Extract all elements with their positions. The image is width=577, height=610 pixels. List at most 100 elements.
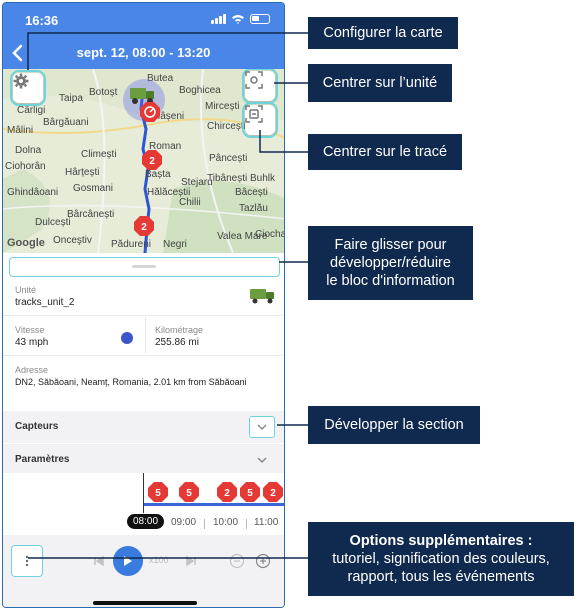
grip-bar	[132, 265, 156, 268]
chevron-down-icon	[257, 424, 267, 431]
place-label: Dolna	[15, 145, 42, 156]
speed-value: 43 mph	[15, 337, 49, 348]
truck-icon	[250, 289, 274, 304]
timeline-marker-count: 2	[224, 488, 230, 499]
more-options-button[interactable]	[11, 545, 43, 577]
event-marker[interactable]: 2	[133, 215, 155, 237]
status-time: 16:36	[25, 13, 59, 28]
callout-text: tutoriel, signification des couleurs,	[332, 551, 550, 567]
chevron-down-icon	[257, 457, 267, 464]
expand-sensors-button[interactable]	[249, 416, 275, 438]
address-value: DN2, Săbăoani, Neamț, Romania, 2.01 km f…	[15, 377, 247, 387]
playback-speed[interactable]: x100	[149, 555, 169, 565]
place-label: Bâcești	[235, 187, 268, 198]
place-label: Tibânești Buhlk	[207, 173, 275, 184]
place-label: Chircești	[207, 121, 246, 132]
play-icon	[124, 556, 132, 566]
place-label: Taipa	[59, 93, 83, 104]
truck-icon[interactable]	[129, 85, 157, 105]
callout-drag-info: Faire glisser pour développer/réduire le…	[308, 226, 473, 300]
battery-icon	[250, 14, 270, 24]
place-label: Ciochani	[255, 229, 284, 240]
callout-text: le bloc d'information	[326, 273, 455, 289]
timeline-event-marker[interactable]: 2	[216, 481, 238, 503]
place-label: Ghindâoani	[7, 187, 59, 198]
info-drag-handle[interactable]	[9, 257, 280, 277]
timeline-event-marker[interactable]: 5	[147, 481, 169, 503]
callout-text: rapport, tous les événements	[347, 569, 535, 585]
place-label: Butea	[147, 73, 174, 84]
place-label: Hârțești	[65, 167, 100, 178]
event-marker[interactable]: 2	[141, 149, 163, 171]
place-label: Dulcești	[35, 217, 71, 228]
timeline-marker-count: 5	[155, 488, 161, 499]
center-track-button[interactable]	[242, 102, 278, 138]
home-indicator	[93, 601, 197, 605]
place-label: Mâlini	[7, 125, 34, 136]
timeline-marker-count: 2	[270, 488, 276, 499]
google-logo: Google	[7, 237, 45, 249]
mileage-label: Kilométrage	[155, 325, 204, 335]
page-title: sept. 12, 08:00 - 13:20	[76, 45, 211, 60]
wifi-icon	[232, 15, 244, 24]
section-parameters[interactable]: Paramètres	[3, 444, 284, 476]
speed-event-marker[interactable]	[139, 101, 161, 123]
place-label: Tazlău	[239, 203, 268, 214]
callout-text: Configurer la carte	[323, 25, 443, 41]
speed-label: Vitesse	[15, 325, 45, 335]
place-label: Botoșt	[89, 87, 118, 98]
timeline-event-marker[interactable]: 5	[178, 481, 200, 503]
callout-center-unit: Centrer sur l’unité	[308, 64, 452, 102]
timeline-tick	[246, 519, 247, 529]
timeline-cursor[interactable]	[143, 473, 144, 513]
callout-text: Faire glisser pour	[334, 237, 447, 253]
mileage-value: 255.86 mi	[155, 337, 199, 348]
timeline-track	[143, 503, 284, 506]
timeline-marker-count: 5	[247, 488, 253, 499]
map-view[interactable]: Botoșt Butea Boghicea Cârligi Taipa Mirc…	[3, 69, 284, 253]
expand-parameters-button[interactable]	[249, 449, 275, 471]
timeline-time: 11:00	[254, 517, 279, 528]
callout-title: Options supplémentaires :	[349, 533, 533, 549]
phone-screen: 16:36 sept. 12, 08:00 - 13:20	[2, 2, 285, 608]
place-label: Bârcânești	[67, 209, 115, 220]
place-label: Climești	[81, 149, 117, 160]
place-label: Cârligi	[17, 105, 46, 116]
divider	[145, 317, 146, 353]
chevron-left-icon[interactable]	[11, 43, 25, 63]
center-unit-button[interactable]	[242, 69, 278, 104]
section-parameters-label: Paramètres	[15, 454, 70, 465]
section-sensors-label: Capteurs	[15, 421, 59, 432]
callout-center-track: Centrer sur le tracé	[308, 134, 462, 170]
status-bar: 16:36	[3, 3, 284, 37]
timeline[interactable]: 5 5 2 5 2 08:00 09:00 10:00 11:00	[3, 473, 284, 535]
event-marker-count: 2	[149, 156, 155, 167]
event-marker-count: 2	[141, 222, 147, 233]
place-label: Onceştiv	[53, 235, 92, 246]
map-settings-button[interactable]	[10, 70, 46, 106]
gear-icon	[13, 73, 29, 89]
place-label: Valea Mare	[217, 231, 268, 242]
callout-expand-section: Développer la section	[308, 406, 480, 444]
divider	[3, 355, 284, 356]
unit-label: Unité	[15, 285, 37, 295]
place-label: Hălăceștii	[147, 187, 191, 198]
section-sensors[interactable]: Capteurs	[3, 411, 284, 443]
timeline-event-marker[interactable]: 2	[262, 481, 284, 503]
skip-back-icon[interactable]	[93, 555, 105, 567]
callout-configure-map: Configurer la carte	[308, 17, 458, 49]
place-label: Ciohorân	[5, 161, 46, 172]
zoom-in-icon[interactable]	[255, 553, 271, 569]
address-label: Adresse	[15, 365, 49, 375]
place-label: Pâncești	[209, 153, 248, 164]
zoom-out-icon[interactable]	[229, 553, 245, 569]
skip-forward-icon[interactable]	[185, 555, 197, 567]
timeline-tick	[204, 519, 205, 529]
timeline-event-marker[interactable]: 5	[239, 481, 261, 503]
signal-icon	[211, 14, 226, 24]
player-bar: x100	[3, 535, 284, 607]
play-button[interactable]	[113, 546, 143, 576]
app-header: sept. 12, 08:00 - 13:20	[3, 37, 284, 69]
speed-color-indicator	[121, 332, 133, 344]
